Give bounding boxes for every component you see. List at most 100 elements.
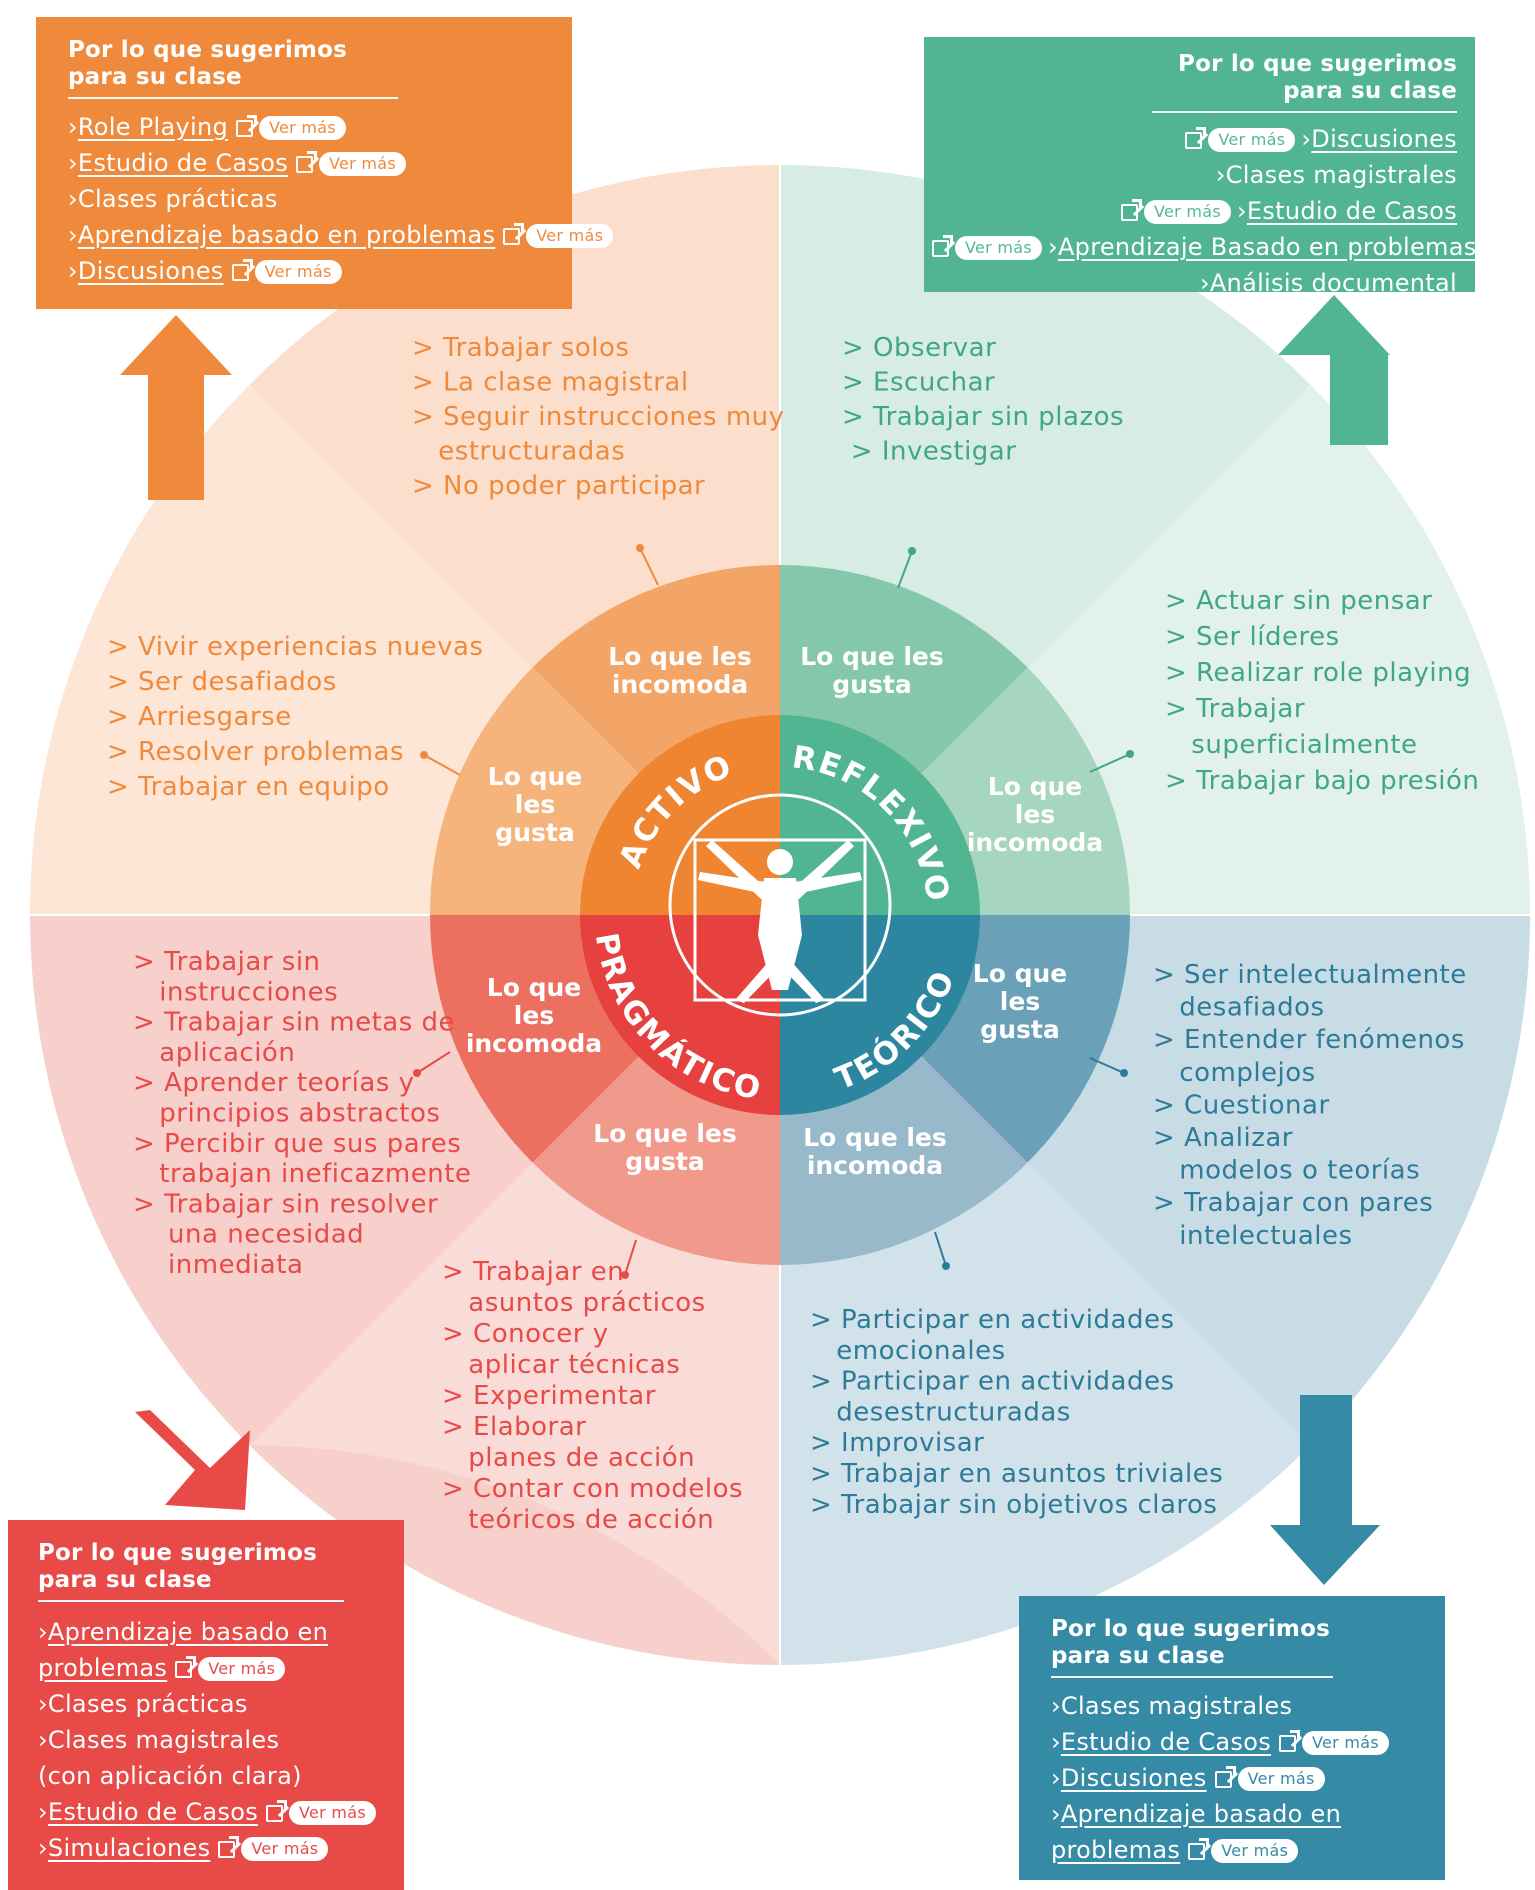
external-link-icon[interactable] [218, 1835, 240, 1858]
chevron-right-icon: › [1051, 1692, 1061, 1720]
external-link-icon[interactable] [175, 1655, 197, 1678]
chevron-right-icon: › [1215, 161, 1226, 189]
ver-mas-button[interactable]: Ver más [526, 224, 614, 248]
suggestion-link[interactable]: problemas [1051, 1836, 1181, 1864]
ver-mas-button[interactable]: Ver más [1237, 1767, 1325, 1791]
outer-list-line: > Entender fenómenos [1153, 1025, 1465, 1055]
ver-mas-button[interactable]: Ver más [1211, 1839, 1299, 1863]
ver-mas-button[interactable]: Ver más [1302, 1731, 1390, 1755]
outer-list-pragmatico-incomoda: > Trabajar sin instrucciones> Trabajar s… [133, 947, 471, 1280]
arrow-activo-icon [120, 315, 232, 500]
outer-list-line: aplicar técnicas [442, 1350, 680, 1380]
ver-mas-button[interactable]: Ver más [198, 1657, 286, 1681]
suggestion-link[interactable]: Discusiones [77, 257, 224, 285]
ver-mas-button[interactable]: Ver más [1143, 200, 1231, 224]
suggestion-item[interactable]: problemas Ver más [1051, 1832, 1445, 1868]
external-link-icon[interactable] [231, 258, 253, 281]
outer-list-line: instrucciones [133, 977, 338, 1007]
ver-mas-button[interactable]: Ver más [289, 1801, 377, 1825]
outer-list-line: > Percibir que sus pares [133, 1129, 461, 1159]
outer-list-line: > Cuestionar [1153, 1090, 1330, 1120]
outer-list-line: > Trabajar sin resolver [133, 1189, 438, 1219]
chevron-right-icon: › [1237, 197, 1247, 225]
outer-list-teorico-gusta: > Ser intelectualmente desafiados> Enten… [1153, 960, 1467, 1251]
suggestion-item[interactable]: Ver más›Discusiones [924, 121, 1457, 157]
ver-mas-button[interactable]: Ver más [241, 1837, 329, 1861]
suggestion-item[interactable]: problemas Ver más [38, 1650, 404, 1686]
suggestion-item[interactable]: Ver más›Estudio de Casos [924, 193, 1457, 229]
suggestion-link[interactable]: Discusiones [1060, 1764, 1207, 1792]
suggestion-label: Análisis documental [1209, 269, 1457, 297]
outer-list-line: > Trabajar [1165, 694, 1305, 724]
suggestion-item[interactable]: ›Estudio de Casos Ver más [1051, 1724, 1445, 1760]
external-link-icon[interactable] [236, 114, 258, 137]
suggestion-link[interactable]: Discusiones [1311, 125, 1457, 153]
outer-list-line: > Experimentar [442, 1381, 656, 1411]
outer-list-line: trabajan ineficazmente [133, 1159, 471, 1189]
external-link-icon[interactable] [932, 234, 953, 257]
outer-list-line: inmediata [133, 1250, 303, 1280]
outer-list-line: > No poder participar [412, 471, 705, 501]
outer-list-activo-incomoda: > Trabajar solos> La clase magistral> Se… [412, 333, 785, 501]
chevron-right-icon: › [1051, 1800, 1061, 1828]
ver-mas-button[interactable]: Ver más [1208, 128, 1296, 152]
external-link-icon[interactable] [1214, 1765, 1236, 1788]
suggestion-link[interactable]: Estudio de Casos [1246, 197, 1457, 225]
suggestion-link[interactable]: problemas [38, 1654, 168, 1682]
outer-list-line: > Conocer y [442, 1319, 609, 1349]
outer-list-line: > Ser líderes [1165, 622, 1340, 652]
chevron-right-icon: › [68, 149, 78, 177]
outer-list-line: asuntos prácticos [442, 1288, 706, 1318]
suggestion-label: (con aplicación clara) [38, 1762, 302, 1790]
chevron-right-icon: › [1051, 1728, 1061, 1756]
suggestion-item[interactable]: Ver más›Aprendizaje Basado en problemas [924, 229, 1476, 265]
outer-list-line: aplicación [133, 1038, 295, 1068]
suggestion-link[interactable]: Aprendizaje Basado en problemas [1057, 233, 1477, 261]
outer-list-line: > La clase magistral [412, 368, 689, 398]
external-link-icon[interactable] [1120, 198, 1142, 221]
external-link-icon[interactable] [1185, 126, 1207, 149]
suggestion-item[interactable]: ›Aprendizaje basado en [1051, 1796, 1445, 1832]
ver-mas-button[interactable]: Ver más [319, 152, 407, 176]
external-link-icon[interactable] [503, 222, 525, 245]
suggestion-link[interactable]: Estudio de Casos [47, 1798, 258, 1826]
suggestion-label: Clases prácticas [47, 1690, 248, 1718]
chevron-right-icon: › [1048, 233, 1058, 261]
suggestion-link[interactable]: Aprendizaje basado en problemas [77, 221, 496, 249]
outer-list-line: estructuradas [412, 437, 625, 467]
external-link-icon[interactable] [296, 150, 317, 173]
ver-mas-button[interactable]: Ver más [254, 260, 342, 284]
outer-list-teorico-incomoda: > Participar en actividades emocionales>… [810, 1305, 1223, 1520]
outer-list-line: > Observar [842, 333, 996, 363]
outer-list-line: > Participar en actividades [810, 1305, 1175, 1335]
ver-mas-button[interactable]: Ver más [955, 236, 1043, 260]
external-link-icon[interactable] [1279, 1729, 1300, 1752]
suggestion-item[interactable]: ›Aprendizaje basado en [38, 1614, 404, 1650]
outer-list-line: > Seguir instrucciones muy [412, 402, 785, 432]
suggestion-link[interactable]: Simulaciones [47, 1834, 211, 1862]
suggestion-link[interactable]: Aprendizaje basado en [47, 1618, 329, 1646]
suggestion-link[interactable]: Aprendizaje basado en [1060, 1800, 1342, 1828]
suggestion-item[interactable]: ›Estudio de Casos Ver más [68, 145, 572, 181]
suggestion-item: ›Clases prácticas [38, 1686, 404, 1722]
suggestion-label: Clases prácticas [77, 185, 278, 213]
ver-mas-button[interactable]: Ver más [259, 116, 347, 140]
suggestion-link[interactable]: Estudio de Casos [1060, 1728, 1271, 1756]
external-link-icon[interactable] [266, 1799, 287, 1822]
suggestion-link[interactable]: Role Playing [77, 113, 229, 141]
external-link-icon[interactable] [1188, 1837, 1210, 1860]
outer-list-line: > Trabajar bajo presión [1165, 766, 1479, 796]
outer-list-line: > Trabajar en equipo [107, 772, 390, 802]
suggestion-link[interactable]: Estudio de Casos [77, 149, 288, 177]
